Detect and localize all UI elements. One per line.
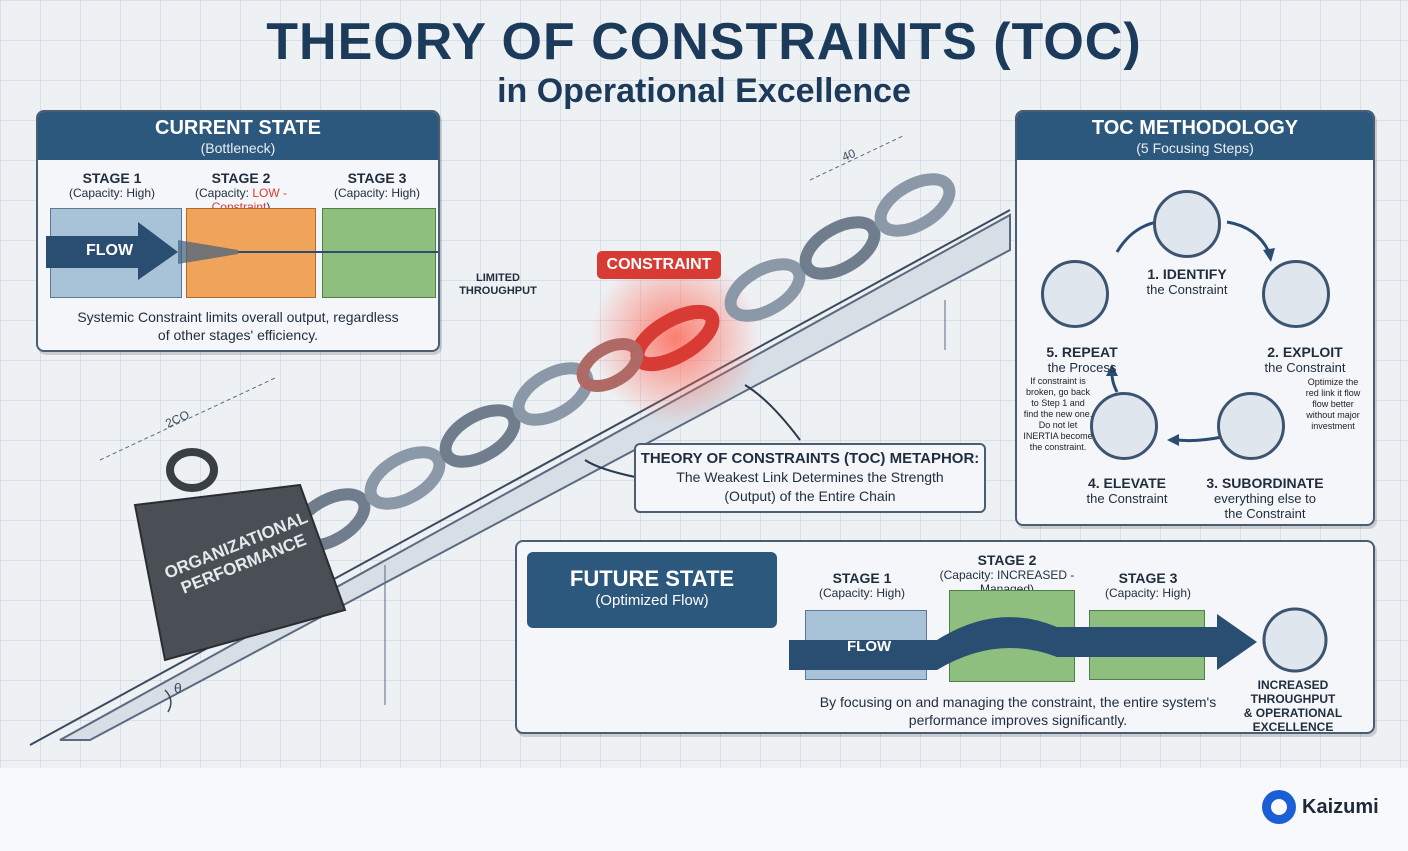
fs-caption-line2: performance improves significantly. — [908, 712, 1128, 728]
step-elevate-num: 4. ELEVATE — [1087, 475, 1167, 491]
step-exploit-num: 2. EXPLOIT — [1267, 344, 1343, 360]
chain-link — [874, 173, 956, 237]
methodology-subtitle: (5 Focusing Steps) — [1136, 140, 1254, 156]
current-state-title: CURRENT STATE — [155, 117, 321, 139]
main-subtitle: in Operational Excellence — [497, 72, 911, 110]
methodology-title: TOC METHODOLOGY — [1091, 117, 1299, 139]
cs-caption-line1: Systemic Constraint limits overall outpu… — [77, 309, 399, 325]
main-title: THEORY OF CONSTRAINTS (TOC) — [266, 13, 1142, 71]
fs-stage3-name: STAGE 3 — [1118, 570, 1178, 586]
cs-caption-line2: of other stages' efficiency. — [157, 327, 319, 343]
elevate-icon — [1090, 392, 1158, 460]
step-elevate-desc: the Constraint — [1086, 491, 1168, 506]
repeat-note: If constraint is broken, go back to Step… — [1023, 376, 1093, 452]
step-identify-num: 1. IDENTIFY — [1147, 266, 1227, 282]
cs-flow-arrow — [46, 222, 438, 280]
fs-stage2-name: STAGE 2 — [977, 552, 1037, 568]
kaizumi-logo: Kaizumi — [1262, 790, 1379, 824]
constraint-tag: CONSTRAINT — [597, 251, 721, 279]
subordinate-icon — [1217, 392, 1285, 460]
fs-throughput-line2: & OPERATIONAL EXCELLENCE — [1243, 706, 1343, 734]
step-repeat-num: 5. REPEAT — [1046, 344, 1118, 360]
future-state-title: FUTURE STATE — [569, 566, 735, 591]
chain-link — [439, 404, 521, 468]
cs-throughput: LIMITED THROUGHPUT — [448, 272, 548, 298]
weight-block — [133, 448, 347, 662]
future-state-subtitle: (Optimized Flow) — [595, 592, 709, 609]
step-repeat: 5. REPEAT the Process — [1027, 344, 1137, 375]
cs-stage1-name: STAGE 1 — [82, 170, 142, 186]
kaizumi-logo-text: Kaizumi — [1302, 795, 1379, 818]
chain-link — [364, 446, 446, 510]
cs-stage3-capacity: (Capacity: High) — [333, 186, 421, 200]
fs-flow-arrow — [789, 607, 1328, 673]
cs-stage3-name: STAGE 3 — [347, 170, 407, 186]
cs-throughput-line2: THROUGHPUT — [459, 285, 537, 297]
future-state-panel: FUTURE STATE (Optimized Flow) STAGE 1 (C… — [515, 540, 1375, 734]
step-identify-desc: the Constraint — [1146, 282, 1228, 297]
fs-stage1-label: STAGE 1 (Capacity: High) — [807, 570, 917, 600]
methodology-panel: TOC METHODOLOGY (5 Focusing Steps) 1. ID… — [1015, 110, 1375, 526]
methodology-header: TOC METHODOLOGY (5 Focusing Steps) — [1017, 112, 1373, 160]
metaphor-line2: (Output) of the Entire Chain — [724, 488, 896, 504]
current-state-panel: CURRENT STATE (Bottleneck) STAGE 1 (Capa… — [36, 110, 537, 352]
footer-bar — [0, 768, 1408, 851]
cs-stage1-label: STAGE 1 (Capacity: High) — [64, 170, 160, 200]
exploit-note: Optimize the red link it flow flow bette… — [1305, 377, 1361, 431]
fs-throughput: INCREASED THROUGHPUT & OPERATIONAL EXCEL… — [1215, 678, 1371, 734]
chain-metaphor-graphic — [29, 134, 1011, 746]
metaphor-line1: The Weakest Link Determines the Strength — [676, 469, 944, 485]
cs-caption: Systemic Constraint limits overall outpu… — [48, 308, 428, 344]
fs-stage1-capacity: (Capacity: High) — [818, 586, 906, 600]
cs-stage3-label: STAGE 3 (Capacity: High) — [322, 170, 432, 200]
cs-throughput-line1: LIMITED — [476, 272, 520, 284]
constraint-glow — [590, 253, 760, 423]
step-exploit: 2. EXPLOIT the Constraint — [1245, 344, 1365, 375]
cs-stage1-capacity: (Capacity: High) — [68, 186, 156, 200]
step-exploit-desc: the Constraint — [1264, 360, 1346, 375]
fs-flow-label: FLOW — [847, 638, 892, 655]
step-subordinate: 3. SUBORDINATE everything else to the Co… — [1195, 475, 1335, 521]
metaphor-title: THEORY OF CONSTRAINTS (TOC) METAPHOR: — [640, 450, 980, 467]
cs-stage2-label: STAGE 2 (Capacity: LOW - Constraint) — [166, 170, 316, 214]
step-subordinate-num: 3. SUBORDINATE — [1206, 475, 1324, 491]
fs-stage3-label: STAGE 3 (Capacity: High) — [1093, 570, 1203, 600]
current-state-header: CURRENT STATE (Bottleneck) — [38, 112, 438, 160]
fs-stage1-name: STAGE 1 — [832, 570, 892, 586]
current-state-subtitle: (Bottleneck) — [200, 140, 276, 156]
step-identify: 1. IDENTIFY the Constraint — [1127, 266, 1247, 297]
step-subordinate-desc: everything else to — [1214, 491, 1316, 506]
fs-caption: By focusing on and managing the constrai… — [803, 693, 1233, 729]
chain-link — [576, 337, 644, 393]
metaphor-box: THEORY OF CONSTRAINTS (TOC) METAPHOR: Th… — [634, 443, 986, 513]
chain-link — [724, 258, 806, 322]
step-repeat-desc: the Process — [1047, 360, 1117, 375]
exploit-icon — [1262, 260, 1330, 328]
step-subordinate-desc2: the Constraint — [1224, 506, 1306, 521]
fs-caption-line1: By focusing on and managing the constrai… — [819, 694, 1217, 710]
step-elevate: 4. ELEVATE the Constraint — [1067, 475, 1187, 506]
fs-throughput-line1: INCREASED THROUGHPUT — [1250, 678, 1336, 706]
constraint-tag-label: CONSTRAINT — [606, 256, 712, 273]
cs-stage2-name: STAGE 2 — [211, 170, 271, 186]
future-state-header: FUTURE STATE (Optimized Flow) — [527, 552, 777, 628]
fs-stage3-capacity: (Capacity: High) — [1104, 586, 1192, 600]
chain-link — [799, 216, 881, 280]
identify-icon — [1153, 190, 1221, 258]
cs-flow-label: FLOW — [86, 242, 134, 259]
kaizumi-logo-icon — [1262, 790, 1296, 824]
angle-label: θ — [174, 680, 182, 696]
repeat-icon — [1041, 260, 1109, 328]
